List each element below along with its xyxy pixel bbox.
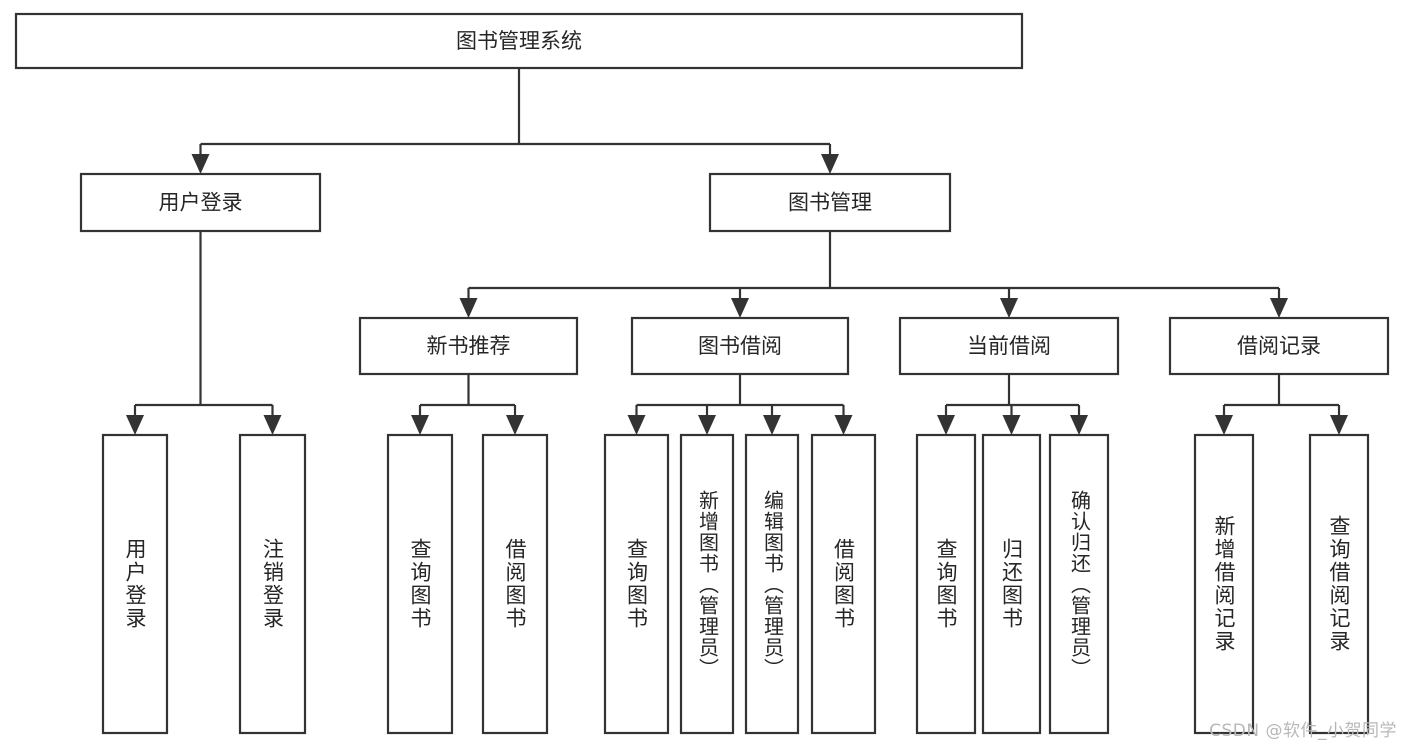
node-root[interactable] xyxy=(14,12,1024,70)
node-leaf-query-book-borrow[interactable] xyxy=(603,433,670,735)
node-box xyxy=(79,172,322,233)
node-box xyxy=(1048,433,1110,735)
connector-arrowhead xyxy=(411,415,429,435)
connector-arrowhead xyxy=(821,154,839,174)
node-leaf-query-book-recommend[interactable] xyxy=(386,433,454,735)
node-leaf-query-book-current[interactable] xyxy=(915,433,977,735)
connector-arrowhead xyxy=(937,415,955,435)
node-label: 图书管理 xyxy=(788,191,872,215)
node-box xyxy=(898,316,1120,376)
connector-arrowhead xyxy=(506,415,524,435)
connector-arrowhead xyxy=(459,298,478,318)
node-box xyxy=(915,433,977,735)
node-box xyxy=(744,433,800,735)
connector-arrowhead xyxy=(1070,415,1088,435)
node-label: 当前借阅 xyxy=(967,334,1051,358)
node-box xyxy=(708,172,952,233)
connector-arrowhead xyxy=(263,415,282,435)
node-borrow-record[interactable] xyxy=(1168,316,1390,376)
node-box xyxy=(1308,433,1370,735)
connector-arrowhead xyxy=(126,415,144,435)
node-label: 图书借阅 xyxy=(698,334,782,358)
node-new-book-recommend[interactable] xyxy=(358,316,579,376)
node-leaf-logout[interactable] xyxy=(238,433,307,735)
watermark-text: CSDN @软件_小贺同学 xyxy=(1209,721,1397,741)
node-box xyxy=(386,433,454,735)
node-box xyxy=(1168,316,1390,376)
node-box xyxy=(981,433,1042,735)
connector-arrowhead xyxy=(1000,298,1018,318)
node-leaf-confirm-return[interactable] xyxy=(1048,433,1110,735)
node-box xyxy=(679,433,735,735)
connector-arrowhead xyxy=(698,415,716,435)
node-box xyxy=(101,433,169,735)
node-box xyxy=(1193,433,1255,735)
node-leaf-borrow-book[interactable] xyxy=(810,433,877,735)
node-leaf-return-book[interactable] xyxy=(981,433,1042,735)
node-box xyxy=(14,12,1024,70)
node-leaf-edit-book[interactable] xyxy=(744,433,800,735)
node-label: 借阅记录 xyxy=(1237,334,1321,358)
node-leaf-query-borrow-record[interactable] xyxy=(1308,433,1370,735)
connector-arrowhead xyxy=(763,415,781,435)
node-current-borrow[interactable] xyxy=(898,316,1120,376)
connector-arrowhead xyxy=(191,154,210,174)
node-box xyxy=(603,433,670,735)
node-box xyxy=(481,433,549,735)
node-leaf-add-borrow-record[interactable] xyxy=(1193,433,1255,735)
node-box xyxy=(238,433,307,735)
node-label: 图书管理系统 xyxy=(456,29,582,53)
node-leaf-add-book[interactable] xyxy=(679,433,735,735)
node-box xyxy=(810,433,877,735)
node-box xyxy=(630,316,850,376)
connector-arrowhead xyxy=(1270,298,1288,318)
node-box xyxy=(358,316,579,376)
connector-arrowhead xyxy=(1215,415,1233,435)
node-label: 新书推荐 xyxy=(427,334,511,358)
connector-arrowhead xyxy=(1330,415,1348,435)
connector-arrowhead xyxy=(731,298,749,318)
node-leaf-user-login[interactable] xyxy=(101,433,169,735)
connector-arrowhead xyxy=(627,415,646,435)
connector-arrowhead xyxy=(1002,415,1021,435)
node-book-borrow[interactable] xyxy=(630,316,850,376)
node-book-management[interactable] xyxy=(708,172,952,233)
connector-arrowhead xyxy=(834,415,853,435)
node-leaf-borrow-book-recommend[interactable] xyxy=(481,433,549,735)
node-user-login[interactable] xyxy=(79,172,322,233)
node-label: 用户登录 xyxy=(159,191,243,215)
